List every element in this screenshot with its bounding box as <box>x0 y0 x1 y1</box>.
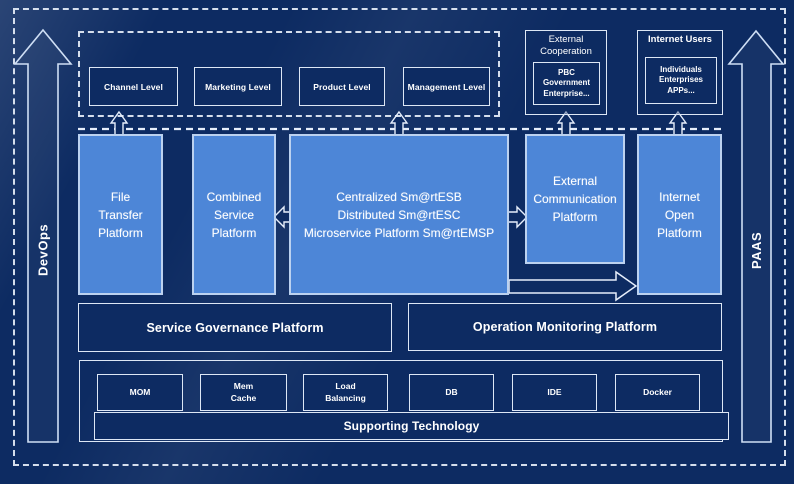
supporting-technology-container <box>79 360 723 442</box>
paas-rail-label: PAAS <box>749 231 764 269</box>
internet-users-title: Internet Users <box>648 34 712 45</box>
internet-open-platform-box: Internet Open Platform <box>637 134 722 295</box>
supporting-item-db: DB <box>409 374 494 411</box>
supporting-item-ide: IDE <box>512 374 597 411</box>
level-box-management: Management Level <box>403 67 490 106</box>
supporting-item-mem-cache: Mem Cache <box>200 374 287 411</box>
devops-rail-label: DevOps <box>35 223 51 277</box>
external-communication-platform-box: External Communication Platform <box>525 134 625 264</box>
level-box-channel: Channel Level <box>89 67 178 106</box>
esb-esc-emsp-platform-box: Centralized Sm@rtESB Distributed Sm@rtES… <box>289 134 509 295</box>
external-cooperation-title: External Cooperation <box>540 34 592 57</box>
level-box-marketing: Marketing Level <box>194 67 282 106</box>
supporting-technology-bar: Supporting Technology <box>94 412 729 440</box>
level-box-product: Product Level <box>299 67 385 106</box>
file-transfer-platform-box: File Transfer Platform <box>78 134 163 295</box>
supporting-item-mom: MOM <box>97 374 183 411</box>
supporting-item-load-balancing: Load Balancing <box>303 374 388 411</box>
individuals-enterprises-apps-box: Individuals Enterprises APPs... <box>645 57 717 104</box>
pbc-government-enterprise-box: PBC Government Enterprise... <box>533 62 600 105</box>
business-levels-band <box>78 31 500 117</box>
service-governance-platform-bar: Service Governance Platform <box>78 303 392 352</box>
supporting-item-docker: Docker <box>615 374 700 411</box>
operation-monitoring-platform-bar: Operation Monitoring Platform <box>408 303 722 351</box>
combined-service-platform-box: Combined Service Platform <box>192 134 276 295</box>
